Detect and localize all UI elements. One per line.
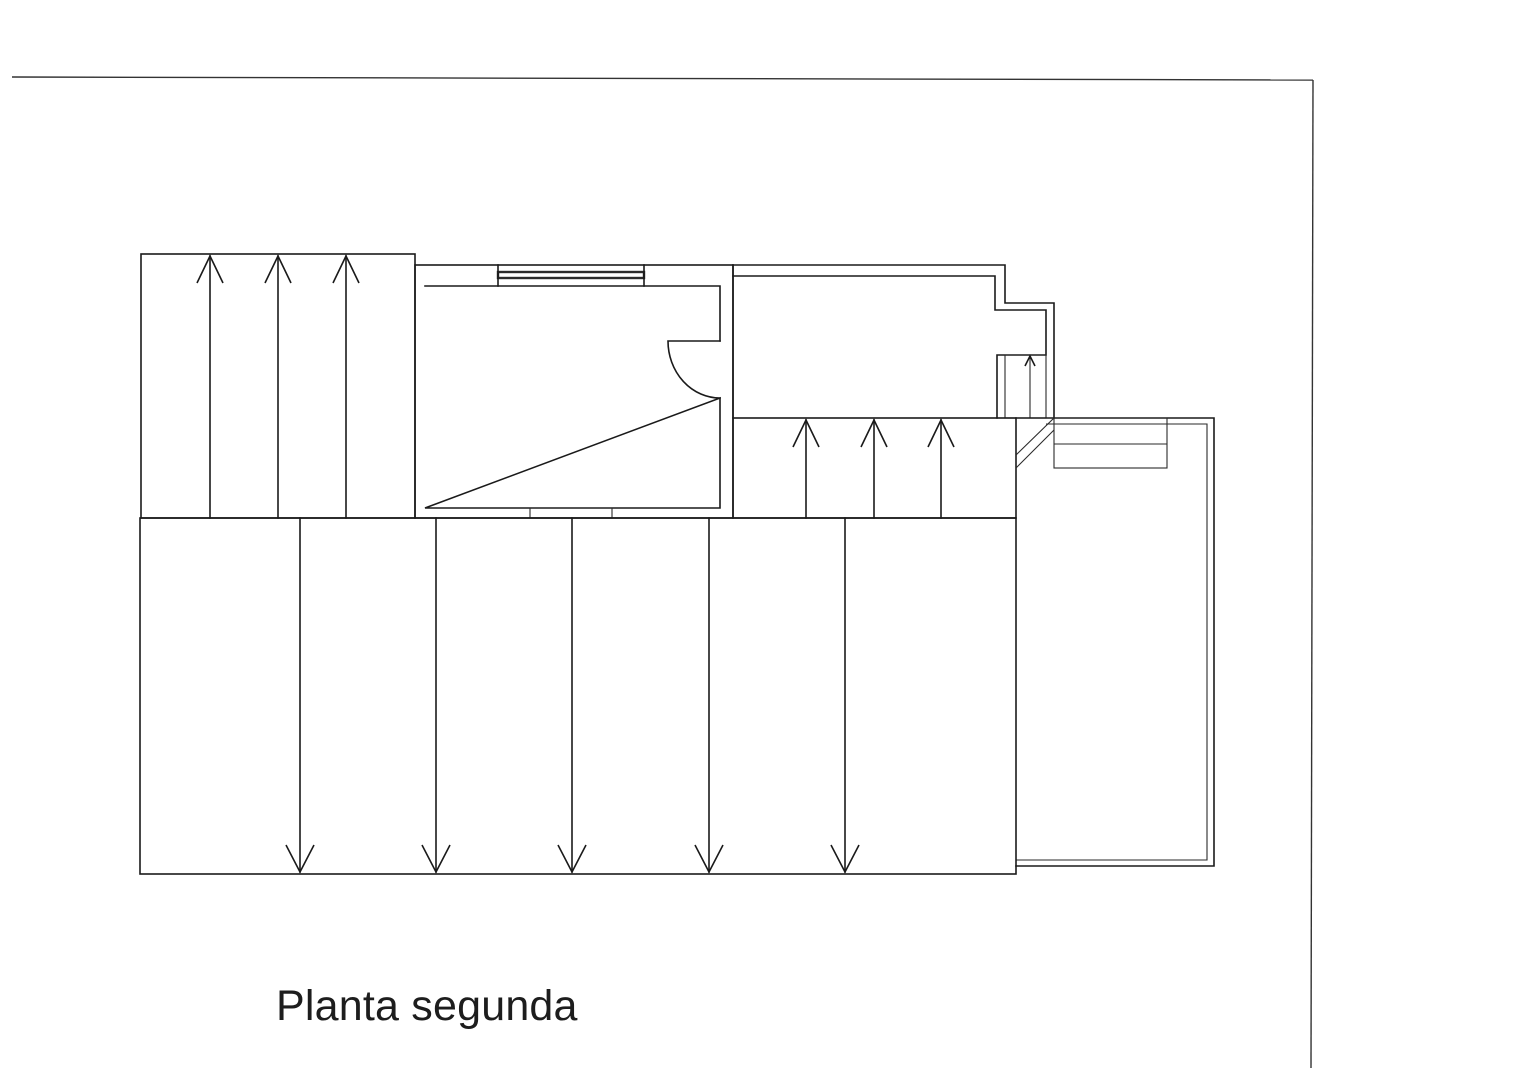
terrace (1015, 417, 1215, 867)
door-swing (667, 340, 721, 399)
span-arrows-down (285, 517, 860, 874)
down-arrow-head (694, 844, 724, 874)
room-outer-wall (414, 264, 734, 519)
up-arrow-head (792, 418, 820, 448)
stair-arrow-head (1024, 354, 1036, 367)
right-upper-room-outer (732, 264, 1055, 419)
terrace-inner-line (1016, 423, 1208, 861)
up-arrow-head (927, 418, 955, 448)
up-arrow-head (264, 254, 292, 284)
right-upper-room (732, 264, 1055, 419)
down-arrow-head (557, 844, 587, 874)
up-arrow-head (860, 418, 888, 448)
up-arrow-head (196, 254, 224, 284)
right-upper-room-inner (732, 275, 1047, 419)
room-with-door (414, 264, 734, 519)
terrace-outer-line (1015, 417, 1215, 867)
sheet-frame-top-line (11, 76, 1314, 81)
sheet-frame (11, 76, 1314, 1069)
sheet-frame-right-line (1310, 79, 1314, 1069)
lower-slab (139, 517, 1017, 875)
down-arrow-head (285, 844, 315, 874)
span-arrows-up-left (196, 254, 360, 519)
span-arrows-up-right (792, 418, 955, 519)
down-arrow-head (830, 844, 860, 874)
down-arrow-head (421, 844, 451, 874)
window-top (496, 270, 646, 280)
plan-title: Planta segunda (276, 982, 578, 1030)
terrace-connector-diag-b (1015, 429, 1055, 469)
up-arrow-head (332, 254, 360, 284)
opening-bottom (529, 507, 613, 519)
terrace-connector (1053, 417, 1168, 469)
terrace-connector-diag-a (1015, 417, 1055, 456)
lower-slab-outline (139, 517, 1017, 875)
room-inner-wall (424, 285, 721, 509)
